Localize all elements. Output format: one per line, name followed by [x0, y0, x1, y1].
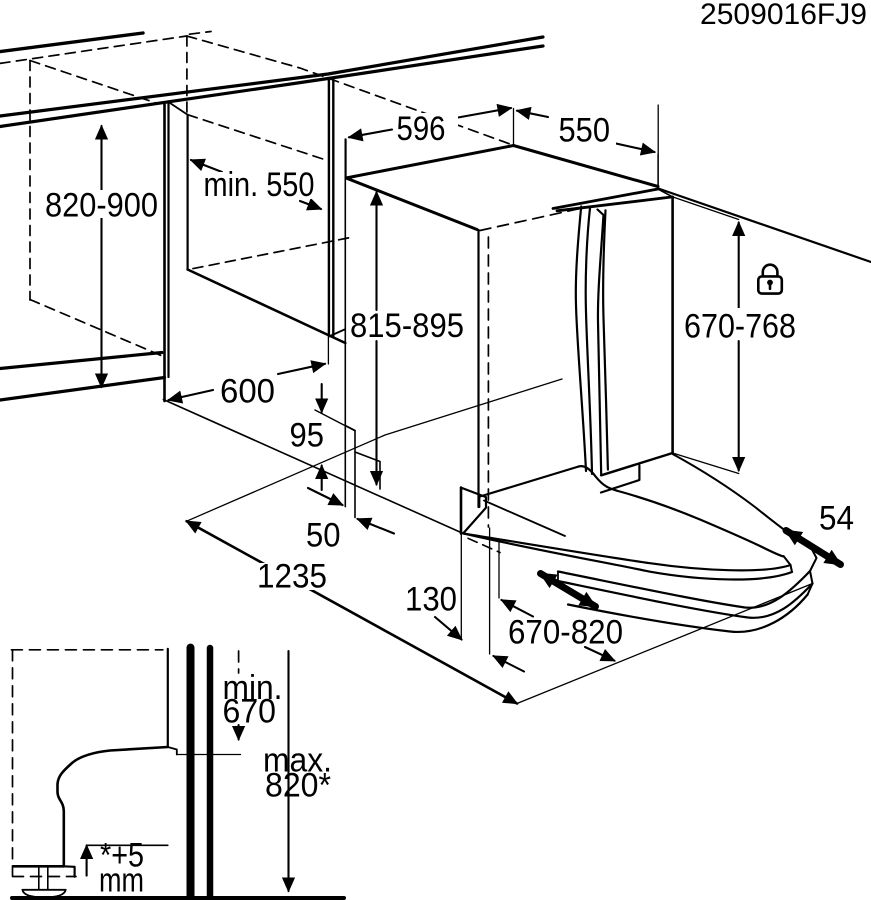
svg-text:820*: 820*: [265, 767, 331, 805]
svg-text:min. 550: min. 550: [204, 166, 315, 204]
svg-text:670: 670: [223, 693, 277, 731]
svg-text:2509016FJ9: 2509016FJ9: [700, 0, 867, 31]
svg-text:95: 95: [290, 417, 325, 455]
svg-text:815-895: 815-895: [350, 307, 464, 345]
svg-text:670-820: 670-820: [508, 614, 623, 652]
svg-text:*+5: *+5: [100, 837, 144, 875]
svg-text:1235: 1235: [257, 558, 327, 596]
svg-text:min.: min.: [223, 669, 283, 707]
svg-text:670-768: 670-768: [684, 308, 796, 346]
svg-text:54: 54: [819, 500, 854, 538]
svg-text:50: 50: [306, 517, 341, 555]
svg-text:596: 596: [397, 110, 446, 148]
svg-text:130: 130: [405, 581, 457, 619]
svg-text:600: 600: [220, 373, 275, 411]
svg-text:max.: max.: [263, 742, 332, 780]
svg-text:550: 550: [559, 112, 611, 150]
svg-text:820-900: 820-900: [45, 187, 158, 225]
svg-text:mm: mm: [99, 862, 144, 900]
